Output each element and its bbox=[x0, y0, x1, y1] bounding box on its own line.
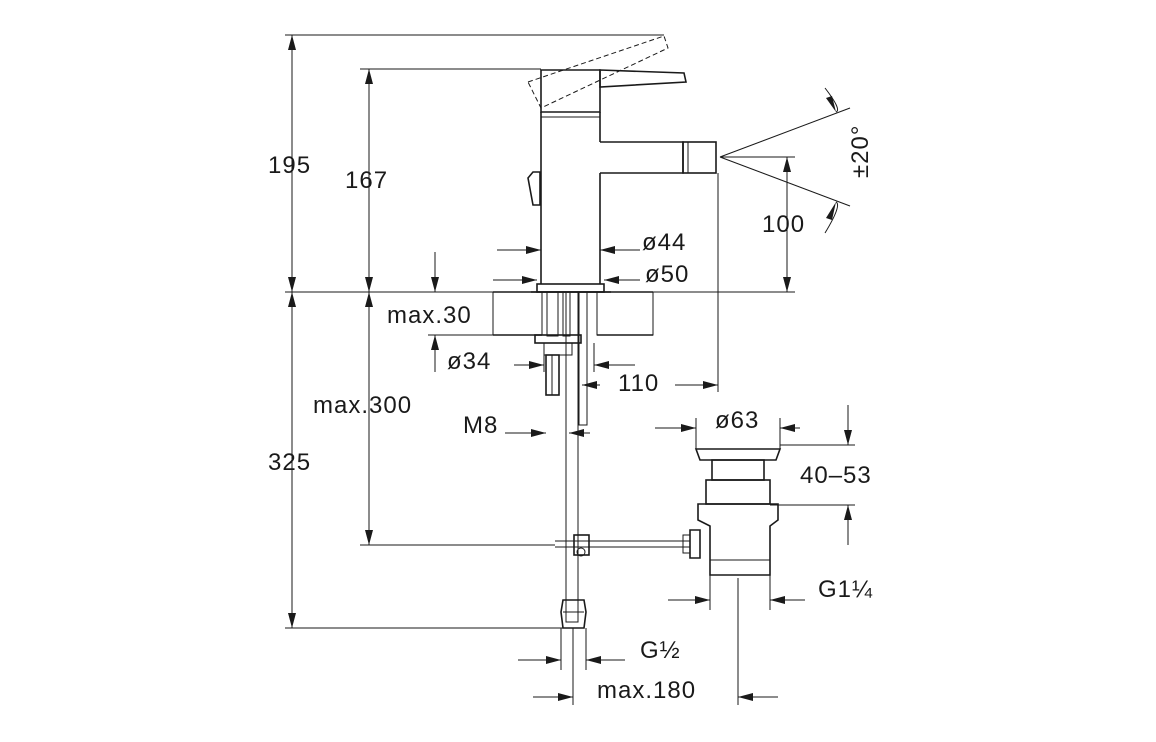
dim-spout-reach: 110 bbox=[618, 370, 659, 397]
dim-spout-angle: ±20° bbox=[847, 125, 874, 178]
dim-spout-height: 100 bbox=[762, 211, 805, 238]
dim-hose-thread: G½ bbox=[640, 637, 681, 664]
dim-below-deck-length: max.300 bbox=[313, 392, 412, 419]
dimension-lines bbox=[285, 34, 855, 705]
dim-hose-length: 325 bbox=[268, 449, 311, 476]
dim-waste-offset: max.180 bbox=[597, 677, 696, 704]
dim-waste-cap-diameter: ø63 bbox=[715, 407, 759, 434]
dim-waste-adjust-range: 40–53 bbox=[800, 462, 872, 489]
dim-waste-thread: G1¼ bbox=[818, 576, 873, 603]
fixing-assembly bbox=[534, 291, 690, 629]
dim-deck-thickness: max.30 bbox=[387, 302, 472, 329]
dimension-labels: 195 167 ±20° 100 ø44 ø50 max.30 ø34 110 … bbox=[268, 125, 874, 704]
pop-up-waste bbox=[682, 448, 782, 576]
countertop bbox=[492, 291, 654, 336]
dim-hole-diameter: ø34 bbox=[447, 348, 491, 375]
dim-lever-height: 167 bbox=[345, 167, 388, 194]
dim-rod-thread: M8 bbox=[463, 412, 498, 439]
dim-base-diameter: ø50 bbox=[645, 261, 689, 288]
mixer-body bbox=[527, 35, 717, 293]
dim-total-height: 195 bbox=[268, 152, 311, 179]
dim-body-diameter: ø44 bbox=[642, 229, 686, 256]
